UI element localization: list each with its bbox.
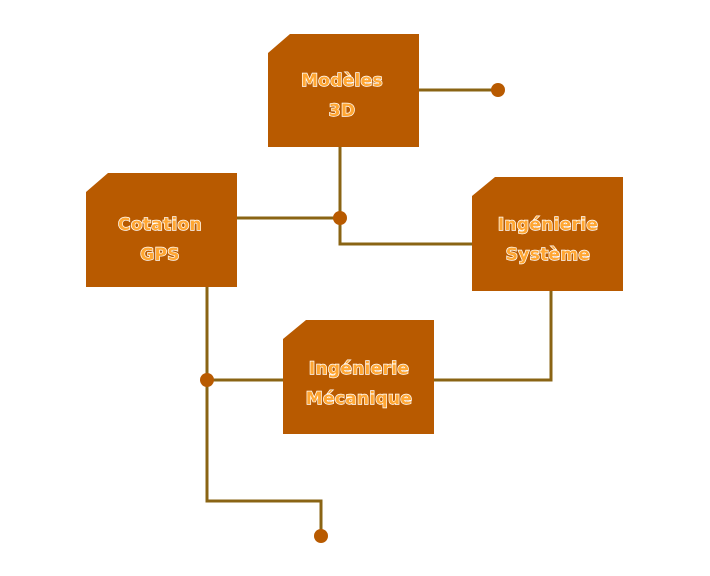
endpoint-dot-bottom [314,529,328,543]
connector-modeles-to-systeme [338,147,473,246]
node-label-ingenierie-mecanique-line1: Ingénierie [309,359,409,379]
node-shape-cotation-gps [86,173,237,287]
endpoint-dot-right [491,83,505,97]
node-shape-modeles-3d [268,34,419,147]
junctions [200,83,505,543]
node-label-modeles-3d-line2: 3D [329,101,356,121]
node-ingenierie-mecanique[interactable]: Ingénierie Mécanique [283,320,434,434]
node-label-ingenierie-mecanique-line2: Mécanique [306,389,412,409]
node-shape-ingenierie-mecanique [283,320,434,434]
connectors [205,88,553,536]
connector-mecanique-to-systeme [434,291,553,382]
node-label-cotation-gps-line2: GPS [140,245,180,265]
node-shape-ingenierie-systeme [472,177,623,291]
node-label-ingenierie-systeme-line1: Ingénierie [498,215,598,235]
junction-dot-center [333,211,347,225]
node-ingenierie-systeme[interactable]: Ingénierie Système [472,177,623,291]
junction-dot-left [200,373,214,387]
connector-cotation-to-bottom-endpoint [205,287,323,536]
node-cotation-gps[interactable]: Cotation GPS [86,173,237,287]
node-label-ingenierie-systeme-line2: Système [506,245,590,265]
node-modeles-3d[interactable]: Modèles 3D [268,34,419,147]
node-label-cotation-gps-line1: Cotation [118,215,202,235]
node-label-modeles-3d-line1: Modèles [301,71,383,91]
